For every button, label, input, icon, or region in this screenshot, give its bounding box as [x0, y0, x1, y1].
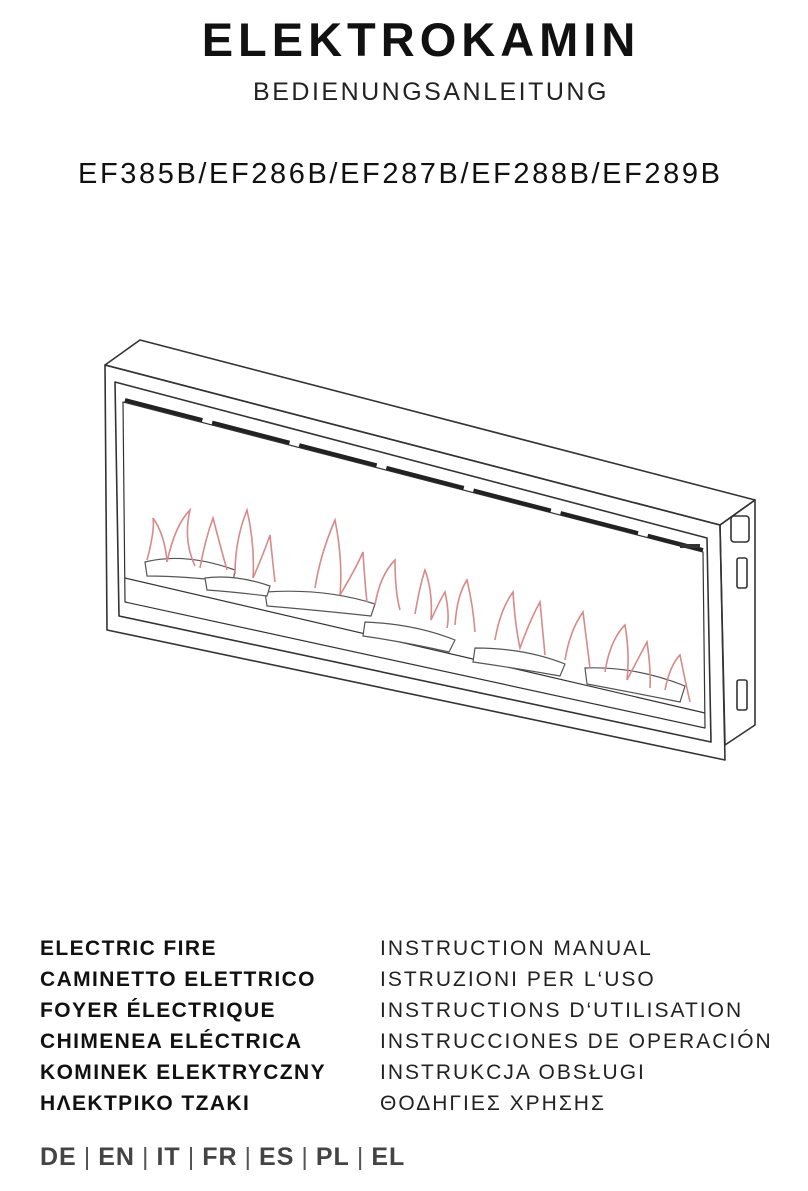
flame — [604, 623, 651, 689]
manual-title: INSTRUCTIONS D‘UTILISATION — [380, 998, 744, 1022]
log — [362, 621, 456, 653]
log — [264, 590, 376, 617]
log — [584, 667, 686, 703]
flame — [374, 558, 401, 611]
language-row: ΗΛΕΚΤΡΙΚΟ ΤΖΑΚΙ ΘΟΔΗΓΙΕΣ ΧΡΗΣΗΣ — [40, 1088, 773, 1119]
fireplace-top-face — [104, 339, 756, 526]
document-subtitle: BEDIENUNGSANLEITUNG — [253, 78, 609, 106]
log — [204, 576, 271, 597]
document-title: ELEKTROKAMIN — [201, 13, 641, 66]
language-code-it: IT — [156, 1143, 181, 1171]
product-name: CHIMENEA ELÉCTRICA — [40, 1029, 303, 1053]
flame — [494, 589, 546, 656]
language-list: ELECTRIC FIRE INSTRUCTION MANUAL CAMINET… — [40, 933, 773, 1119]
separator: | — [187, 1143, 196, 1171]
separator: | — [301, 1143, 309, 1171]
language-code-pl: PL — [315, 1143, 350, 1171]
flame — [564, 609, 591, 669]
fireplace-glass — [122, 401, 706, 729]
flame — [314, 517, 368, 603]
language-codes: DE|EN|IT|FR|ES|PL|EL — [40, 1143, 405, 1172]
flame — [414, 567, 449, 629]
manual-title: INSTRUKCJA OBSŁUGI — [380, 1060, 646, 1084]
model-numbers: EF385B/EF286B/EF287B/EF288B/EF289B — [78, 158, 723, 190]
language-code-el: EL — [371, 1143, 406, 1171]
heater-vent-strip — [124, 398, 704, 552]
language-row: FOYER ÉLECTRIQUE INSTRUCTIONS D‘UTILISAT… — [40, 995, 773, 1026]
language-code-de: DE — [40, 1143, 77, 1171]
separator: | — [356, 1143, 365, 1171]
product-name: CAMINETTO ELETTRICO — [40, 967, 316, 991]
language-code-en: EN — [98, 1143, 135, 1171]
side-vent — [730, 515, 750, 543]
fireplace-body — [104, 339, 756, 761]
language-code-fr: FR — [202, 1143, 238, 1171]
separator: | — [141, 1143, 150, 1171]
log — [472, 647, 566, 677]
flame — [234, 507, 276, 583]
fireplace-frame — [104, 364, 726, 761]
separator: | — [244, 1143, 253, 1171]
manual-title: INSTRUCCIONES DE OPERACIÓN — [380, 1029, 773, 1053]
fireplace-illustration — [104, 339, 756, 761]
flame-outlines — [146, 507, 691, 703]
product-name: KOMINEK ELEKTRYCZNY — [40, 1060, 326, 1084]
flame — [664, 653, 691, 703]
manual-title: ISTRUZIONI PER L‘USO — [380, 967, 656, 991]
product-name: FOYER ÉLECTRIQUE — [40, 998, 276, 1022]
fireplace-frame-inner — [114, 381, 712, 743]
language-row: CHIMENEA ELÉCTRICA INSTRUCCIONES DE OPER… — [40, 1026, 773, 1057]
flame — [454, 578, 476, 633]
language-row: ELECTRIC FIRE INSTRUCTION MANUAL — [40, 933, 773, 964]
language-code-es: ES — [259, 1143, 295, 1171]
manual-title: ΘΟΔΗΓΙΕΣ ΧΡΗΣΗΣ — [380, 1091, 606, 1115]
flame — [146, 507, 196, 567]
manual-title: INSTRUCTION MANUAL — [380, 936, 653, 960]
side-bracket — [736, 557, 748, 589]
fireplace-fuel-bed — [124, 577, 706, 714]
language-row: KOMINEK ELEKTRYCZNY INSTRUKCJA OBSŁUGI — [40, 1057, 773, 1088]
side-bracket-lower — [736, 679, 748, 711]
flame — [199, 515, 228, 571]
fireplace-logs — [144, 557, 686, 703]
language-row: CAMINETTO ELETTRICO ISTRUZIONI PER L‘USO — [40, 964, 773, 995]
product-name: ELECTRIC FIRE — [40, 936, 217, 960]
product-name: ΗΛΕΚΤΡΙΚΟ ΤΖΑΚΙ — [40, 1091, 251, 1115]
separator: | — [83, 1143, 92, 1171]
control-panel — [680, 544, 700, 548]
